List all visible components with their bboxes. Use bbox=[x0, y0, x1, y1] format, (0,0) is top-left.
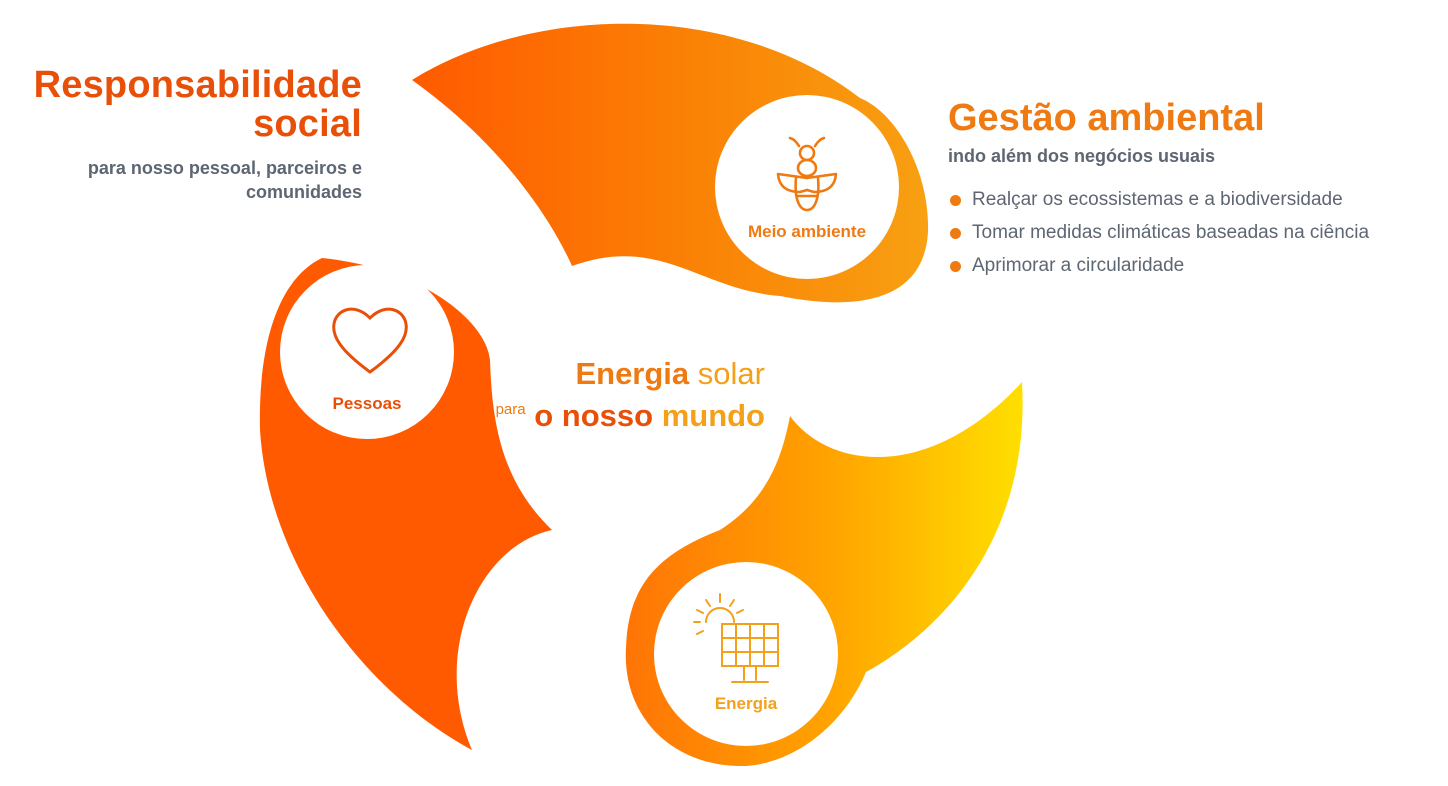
slogan-line2: para o nosso mundo bbox=[490, 392, 765, 434]
social-title-line2: social bbox=[253, 103, 362, 145]
environment-bullet: Tomar medidas climáticas baseadas na ciê… bbox=[948, 216, 1448, 249]
bullet-dot-icon bbox=[950, 261, 961, 272]
center-slogan: Energia solar para o nosso mundo bbox=[490, 356, 765, 434]
social-title: Responsabilidade social bbox=[2, 66, 362, 144]
slogan-line1: Energia solar bbox=[490, 356, 765, 392]
bullet-text: Tomar medidas climáticas baseadas na ciê… bbox=[972, 222, 1370, 243]
bullet-dot-icon bbox=[950, 195, 961, 206]
bullet-text: Realçar os ecossistemas e a biodiversida… bbox=[972, 189, 1343, 210]
environmental-management-block: Gestão ambiental indo além dos negócios … bbox=[948, 96, 1448, 282]
bullet-dot-icon bbox=[950, 228, 961, 239]
social-subtitle: para nosso pessoal, parceiros e comunida… bbox=[2, 156, 362, 204]
heart-icon bbox=[332, 307, 408, 374]
slogan-word-o-nosso: o nosso bbox=[534, 398, 654, 433]
energy-circle-label: Energia bbox=[714, 694, 778, 713]
social-subtitle-line1: para nosso pessoal, parceiros e bbox=[87, 158, 362, 178]
social-subtitle-line2: comunidades bbox=[245, 182, 362, 202]
social-title-line1: Responsabilidade bbox=[33, 64, 362, 106]
circle-people bbox=[280, 265, 454, 439]
circle-environment bbox=[715, 95, 899, 279]
slogan-word-solar: solar bbox=[697, 356, 765, 391]
solar-panel-sun-icon bbox=[693, 593, 779, 683]
environment-bullet: Aprimorar a circularidade bbox=[948, 249, 1448, 282]
circle-energy bbox=[654, 562, 838, 746]
environment-title: Gestão ambiental bbox=[948, 97, 1265, 139]
environment-circle-label: Meio ambiente bbox=[747, 222, 867, 241]
slogan-word-energia: Energia bbox=[575, 356, 690, 391]
environment-subtitle: indo além dos negócios usuais bbox=[948, 146, 1216, 166]
social-responsibility-block: Responsabilidade social para nosso pesso… bbox=[2, 66, 362, 204]
people-circle-label: Pessoas bbox=[332, 394, 402, 413]
slogan-word-para: para bbox=[495, 401, 526, 418]
slogan-word-mundo: mundo bbox=[661, 398, 765, 433]
environment-bullet-list: Realçar os ecossistemas e a biodiversida… bbox=[948, 183, 1448, 282]
environment-bullet: Realçar os ecossistemas e a biodiversida… bbox=[948, 183, 1448, 216]
bullet-text: Aprimorar a circularidade bbox=[972, 255, 1185, 276]
bee-icon bbox=[776, 136, 838, 212]
